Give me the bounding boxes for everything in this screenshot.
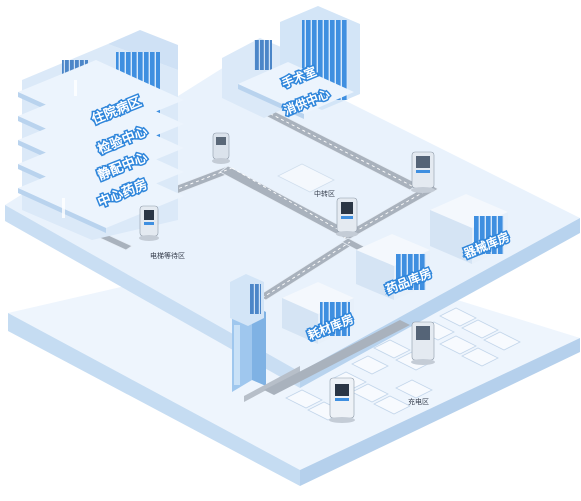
label-elevator-wait: 电梯等待区 bbox=[150, 251, 185, 260]
surgery-building bbox=[222, 6, 360, 119]
delivery-robot-icon bbox=[139, 205, 159, 241]
transfer-zone-pad bbox=[277, 163, 335, 193]
delivery-robot-icon bbox=[411, 321, 435, 365]
delivery-robot-icon bbox=[212, 132, 230, 164]
warehouse-consumables bbox=[282, 282, 354, 344]
charging-pads bbox=[285, 307, 521, 421]
delivery-robot-icon bbox=[329, 377, 355, 423]
warehouse-device bbox=[430, 194, 508, 264]
small-tower bbox=[230, 274, 264, 326]
delivery-robot-icon bbox=[411, 151, 435, 193]
elevator-shaft bbox=[232, 305, 410, 402]
label-charging-zone: 充电区 bbox=[408, 397, 429, 406]
delivery-robot-icon bbox=[336, 197, 358, 237]
label-transfer-zone: 中转区 bbox=[314, 189, 335, 198]
warehouse-medicine bbox=[356, 234, 430, 300]
inpatient-building bbox=[18, 30, 184, 240]
